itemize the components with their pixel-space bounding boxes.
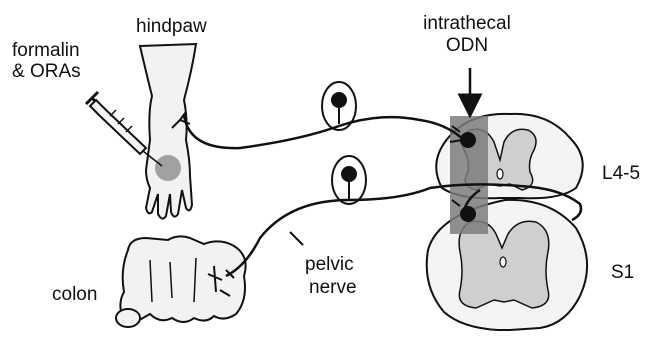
odn-label: ODN [412, 35, 522, 56]
nerve-label: nerve [309, 277, 357, 298]
pelvic-label: pelvic [305, 254, 354, 275]
colon-terminal [460, 206, 476, 222]
colon-illustration [116, 236, 246, 327]
colon-label: colon [52, 284, 97, 305]
injection-site [155, 155, 181, 181]
s1-label: S1 [611, 262, 634, 283]
drg-neuron-colon [332, 156, 366, 204]
oras-label: & ORAs [12, 61, 81, 82]
l45-label: L4-5 [602, 163, 640, 184]
pelvic-nerve-pointer [290, 232, 303, 245]
hindpaw-terminal [460, 132, 476, 148]
hindpaw-illustration [140, 44, 196, 219]
formalin-label: formalin [12, 40, 80, 61]
intrathecal-label: intrathecal [412, 13, 522, 34]
hindpaw-label: hindpaw [136, 16, 207, 37]
